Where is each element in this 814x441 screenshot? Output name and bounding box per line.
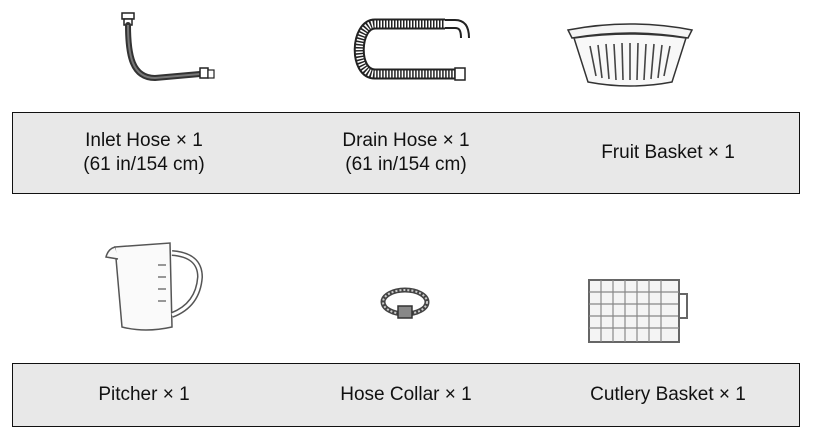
hose-collar-icon (370, 280, 440, 325)
drain-hose-label: Drain Hose × 1(61 in/154 cm) (342, 130, 470, 175)
inlet-hose-label: Inlet Hose × 1(61 in/154 cm) (83, 130, 205, 175)
fruit-basket-icon (560, 12, 700, 92)
drain-hose-icon (345, 10, 475, 90)
hose-collar-label: Hose Collar × 1 (340, 384, 472, 405)
fruit-basket-label: Fruit Basket × 1 (601, 142, 735, 163)
row1-label-band: Inlet Hose × 1(61 in/154 cm) Drain Hose … (12, 112, 800, 194)
cutlery-basket-label: Cutlery Basket × 1 (590, 384, 746, 405)
cutlery-basket-icon (575, 270, 695, 350)
pitcher-icon (100, 235, 220, 335)
inlet-hose-icon (100, 10, 230, 90)
pitcher-label: Pitcher × 1 (98, 384, 190, 405)
row2-label-band: Pitcher × 1 Hose Collar × 1 Cutlery Bask… (12, 363, 800, 427)
